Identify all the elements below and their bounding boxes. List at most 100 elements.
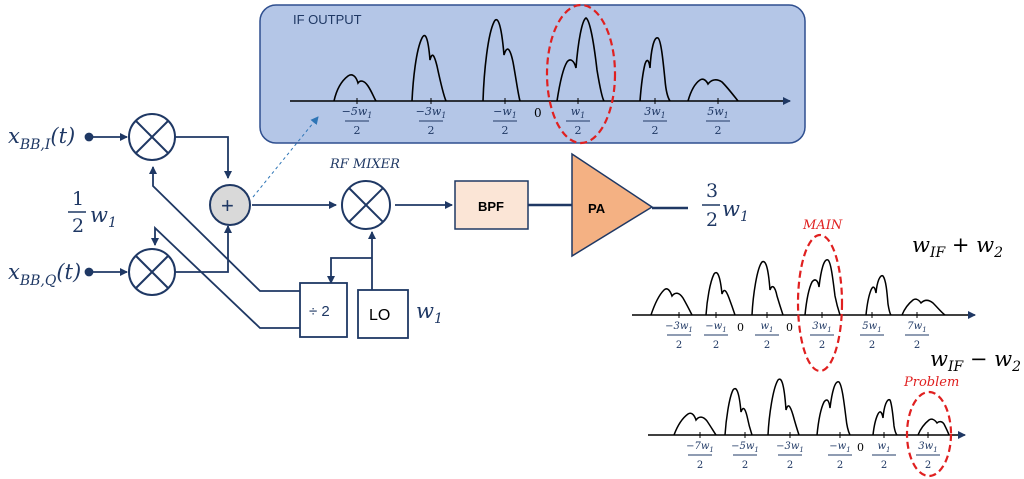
main-spectrum-title: wIF + w2 bbox=[912, 233, 1003, 261]
problem-spectrum-title: wIF − w2 bbox=[930, 347, 1021, 375]
if-hump-minus-1 bbox=[482, 18, 521, 102]
lo-block: LO bbox=[357, 289, 409, 339]
tick-denominator: 2 bbox=[354, 124, 361, 137]
if-hump-plus-1 bbox=[556, 17, 605, 102]
tick-numerator: −5w1 bbox=[342, 105, 373, 120]
tick-numerator: 3w1 bbox=[644, 105, 666, 120]
tick-numerator: −w1 bbox=[829, 441, 850, 454]
svg-text:3: 3 bbox=[706, 180, 718, 202]
tick-zero: 0 bbox=[534, 106, 542, 120]
tick-numerator: 3w1 bbox=[812, 321, 831, 334]
bpf-block: BPF bbox=[454, 180, 529, 230]
tick-numerator: −3w1 bbox=[776, 441, 804, 454]
tick-denominator: 2 bbox=[428, 124, 435, 137]
tick-zero: 0 bbox=[857, 441, 864, 454]
tick-numerator: w1 bbox=[571, 105, 586, 120]
svg-text:÷ 2: ÷ 2 bbox=[309, 303, 330, 320]
tick-denominator: 2 bbox=[787, 460, 793, 471]
tick-numerator: 5w1 bbox=[862, 321, 881, 334]
input-q-label: xBB,Q(t) bbox=[8, 260, 81, 289]
if-ticks-label: −w12 bbox=[493, 98, 517, 137]
if-panel-background bbox=[259, 4, 806, 144]
rf-mixer bbox=[341, 180, 391, 230]
tick-denominator: 2 bbox=[715, 124, 722, 137]
if-ticks-label: 0 bbox=[534, 106, 542, 120]
tick-denominator: 2 bbox=[713, 340, 719, 351]
tick-numerator: 3w1 bbox=[918, 441, 937, 454]
tick-numerator: −5w1 bbox=[731, 441, 759, 454]
main-spectrum-humps bbox=[650, 259, 946, 316]
svg-text:PA: PA bbox=[588, 201, 606, 216]
problem-ticks-label: −w1 2 bbox=[828, 432, 852, 471]
problem-ticks-label: −5w1 2 bbox=[731, 432, 759, 471]
lo-freq-label: w1 bbox=[416, 299, 443, 327]
i-mixer bbox=[128, 113, 176, 161]
if-hump-plus-5 bbox=[687, 78, 739, 102]
tick-denominator: 2 bbox=[697, 460, 703, 471]
svg-text:LO: LO bbox=[369, 307, 390, 324]
input-i-label: xBB,I(t) bbox=[8, 124, 75, 153]
tick-denominator: 2 bbox=[575, 124, 582, 137]
if-hump-minus-5 bbox=[333, 74, 377, 102]
q-mixer bbox=[128, 248, 176, 296]
tick-numerator: −3w1 bbox=[416, 105, 447, 120]
svg-text:+: + bbox=[221, 193, 234, 218]
svg-text:2: 2 bbox=[706, 209, 718, 231]
problem-ticks-label: −7w1 2 bbox=[686, 432, 714, 471]
problem-spectrum-humps bbox=[673, 378, 950, 436]
if-hump-minus-3 bbox=[411, 34, 447, 102]
tick-denominator: 2 bbox=[502, 124, 509, 137]
svg-text:2: 2 bbox=[72, 215, 84, 237]
tick-denominator: 2 bbox=[742, 460, 748, 471]
divider-block: ÷ 2 bbox=[299, 282, 348, 338]
if-tap-arrow bbox=[252, 116, 319, 198]
tick-numerator: −7w1 bbox=[686, 441, 714, 454]
half-w1-label: 1 2 w1 bbox=[68, 188, 117, 237]
adder: + bbox=[209, 184, 251, 226]
if-ticks-label: −3w1 2 bbox=[416, 98, 447, 137]
problem-ticks-label: w1 2 bbox=[872, 432, 896, 471]
if-spectrum-humps bbox=[333, 17, 739, 102]
rf-mixer-label: RF MIXER bbox=[329, 157, 400, 172]
main-highlight-ellipse bbox=[796, 233, 844, 373]
main-ticks-label: 3w1 2 bbox=[810, 312, 834, 351]
main-ticks-label: 0 bbox=[786, 321, 793, 334]
tick-denominator: 2 bbox=[837, 460, 843, 471]
tick-numerator: −w1 bbox=[705, 321, 726, 334]
if-panel-title: IF OUTPUT bbox=[293, 12, 362, 27]
tick-denominator: 2 bbox=[652, 124, 659, 137]
svg-text:BPF: BPF bbox=[478, 199, 504, 214]
problem-ticks-label: −3w1 2 bbox=[776, 432, 804, 471]
if-hump-plus-3 bbox=[639, 37, 671, 102]
tick-zero: 0 bbox=[737, 321, 744, 334]
tick-denominator: 2 bbox=[881, 460, 887, 471]
tick-denominator: 2 bbox=[764, 340, 770, 351]
if-highlight-ellipse bbox=[545, 3, 617, 145]
tick-denominator: 2 bbox=[914, 340, 920, 351]
tick-numerator: −w1 bbox=[493, 105, 517, 120]
tick-denominator: 2 bbox=[819, 340, 825, 351]
tick-numerator: 5w1 bbox=[707, 105, 729, 120]
tick-numerator: w1 bbox=[760, 321, 773, 334]
main-ticks-label: w1 2 bbox=[755, 312, 779, 351]
if-ticks-label: w12 bbox=[566, 98, 590, 137]
main-ticks-label: −w1 2 bbox=[704, 312, 728, 351]
main-ticks-label: 0 bbox=[737, 321, 744, 334]
svg-text:1: 1 bbox=[72, 188, 84, 210]
tick-denominator: 2 bbox=[676, 340, 682, 351]
if-ticks-label: −5w1 2 bbox=[342, 98, 373, 137]
problem-highlight-ellipse bbox=[905, 390, 953, 478]
tick-numerator: w1 bbox=[877, 441, 890, 454]
